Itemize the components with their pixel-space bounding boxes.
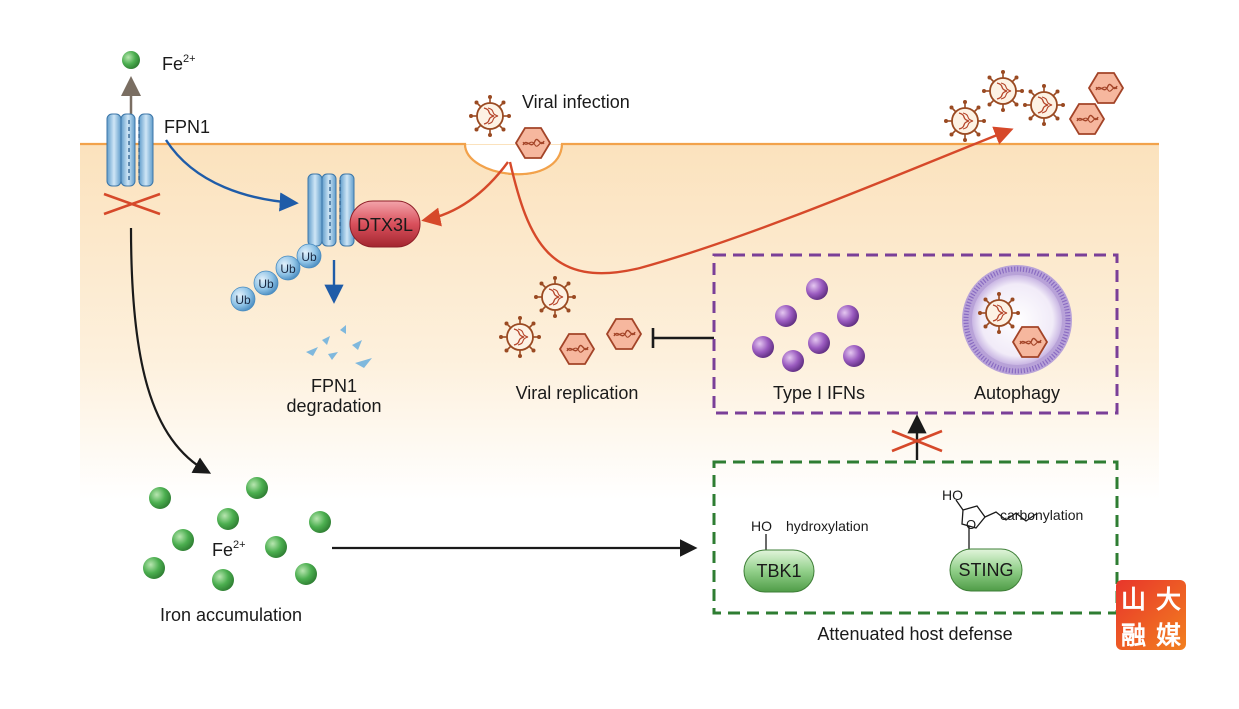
iron-accumulation-label: Iron accumulation [160, 605, 302, 625]
iron-ion-6 [265, 536, 287, 558]
tbk1-pill [743, 549, 815, 593]
ub-label-1: Ub [301, 250, 317, 264]
ubiquitin-2 [275, 255, 301, 281]
fpn1-blocked-x [103, 192, 161, 216]
sting-ho-label: HO [942, 487, 963, 503]
ubiquitin-chain: Ub Ub Ub Ub [230, 243, 322, 312]
dtx3l-label: DTX3L [357, 215, 413, 235]
fpn1-membrane-transporter [106, 113, 154, 187]
released-virus-3 [1022, 83, 1066, 127]
iron-accumulation-arrow [129, 227, 212, 474]
fpn1-internalized [307, 173, 355, 247]
fe-top-label: Fe2+ [162, 53, 196, 74]
logo-char-1: 山 [1120, 585, 1146, 614]
tbk1-label: TBK1 [756, 561, 801, 581]
carbonyl-adduct-structure [955, 499, 1037, 549]
ifn-5 [752, 336, 774, 358]
logo-char-2: 大 [1155, 585, 1181, 614]
ifn-4 [808, 332, 830, 354]
ubiquitin-1 [296, 243, 322, 269]
fpn1-degradation-line1: FPN1 [311, 376, 357, 396]
type-i-ifns-label: Type I IFNs [773, 383, 865, 403]
ub-label-2: Ub [280, 262, 296, 276]
released-capsid-1 [1088, 72, 1124, 104]
ifn-1 [806, 278, 828, 300]
logo-char-3: 融 [1120, 621, 1146, 650]
attenuated-host-defense-label: Attenuated host defense [817, 624, 1012, 644]
ifn-3 [837, 305, 859, 327]
type-i-ifn-molecules [752, 278, 865, 372]
autophagy-virus [977, 291, 1021, 335]
sting-label: STING [958, 560, 1013, 580]
ub-label-4: Ub [235, 293, 251, 307]
ubiquitin-4 [230, 286, 256, 312]
adduct-oxygen: O [966, 517, 976, 532]
iron-fe-label: Fe2+ [212, 539, 246, 560]
virus-induces-dtx3l-arrow [421, 161, 509, 227]
hydroxylation-label: hydroxylation [786, 518, 869, 534]
viral-replication-label: Viral replication [516, 383, 639, 403]
iron-ion-4 [309, 511, 331, 533]
fpn1-fragments [306, 325, 372, 368]
dtx3l-pill [349, 200, 421, 248]
fpn1-label: FPN1 [164, 117, 210, 137]
ifn-2 [775, 305, 797, 327]
iron-ion-8 [295, 563, 317, 585]
ubiquitin-3 [253, 270, 279, 296]
attenuated-defense-box [712, 460, 1119, 615]
sting-pill [949, 548, 1023, 592]
released-capsid-2 [1069, 103, 1105, 135]
iron-ion-7 [143, 557, 165, 579]
released-virus-1 [943, 99, 987, 143]
iron-ion-3 [217, 508, 239, 530]
virus-infecting [468, 94, 512, 138]
replication-virus-1 [533, 275, 577, 319]
iron-ion-1 [149, 487, 171, 509]
replication-virus-2 [498, 315, 542, 359]
viral-infection-label: Viral infection [522, 92, 630, 112]
fpn1-internalization-arrow [164, 139, 299, 212]
logo-char-4: 媒 [1155, 621, 1181, 650]
activation-blocked-x [891, 429, 943, 453]
media-logo: 山 大 融 媒 [1116, 580, 1186, 650]
ub-label-3: Ub [258, 277, 274, 291]
fpn1-degradation-line2: degradation [286, 396, 381, 416]
tbk1-ho-label: HO [751, 518, 772, 534]
iron-ion-5 [172, 529, 194, 551]
ifn-6 [843, 345, 865, 367]
iron-ion-2 [246, 477, 268, 499]
carbonylation-label: carbonylation [1000, 507, 1083, 523]
host-defense-box [712, 253, 1119, 415]
released-virus-2 [981, 69, 1025, 113]
autophagy-label: Autophagy [974, 383, 1060, 403]
iron-ion-9 [212, 569, 234, 591]
iron-ions [143, 477, 331, 591]
autophagosome [962, 265, 1072, 375]
fe-ion-exported [122, 51, 140, 69]
ifn-7 [782, 350, 804, 372]
virus-release-arrow [508, 126, 1014, 275]
